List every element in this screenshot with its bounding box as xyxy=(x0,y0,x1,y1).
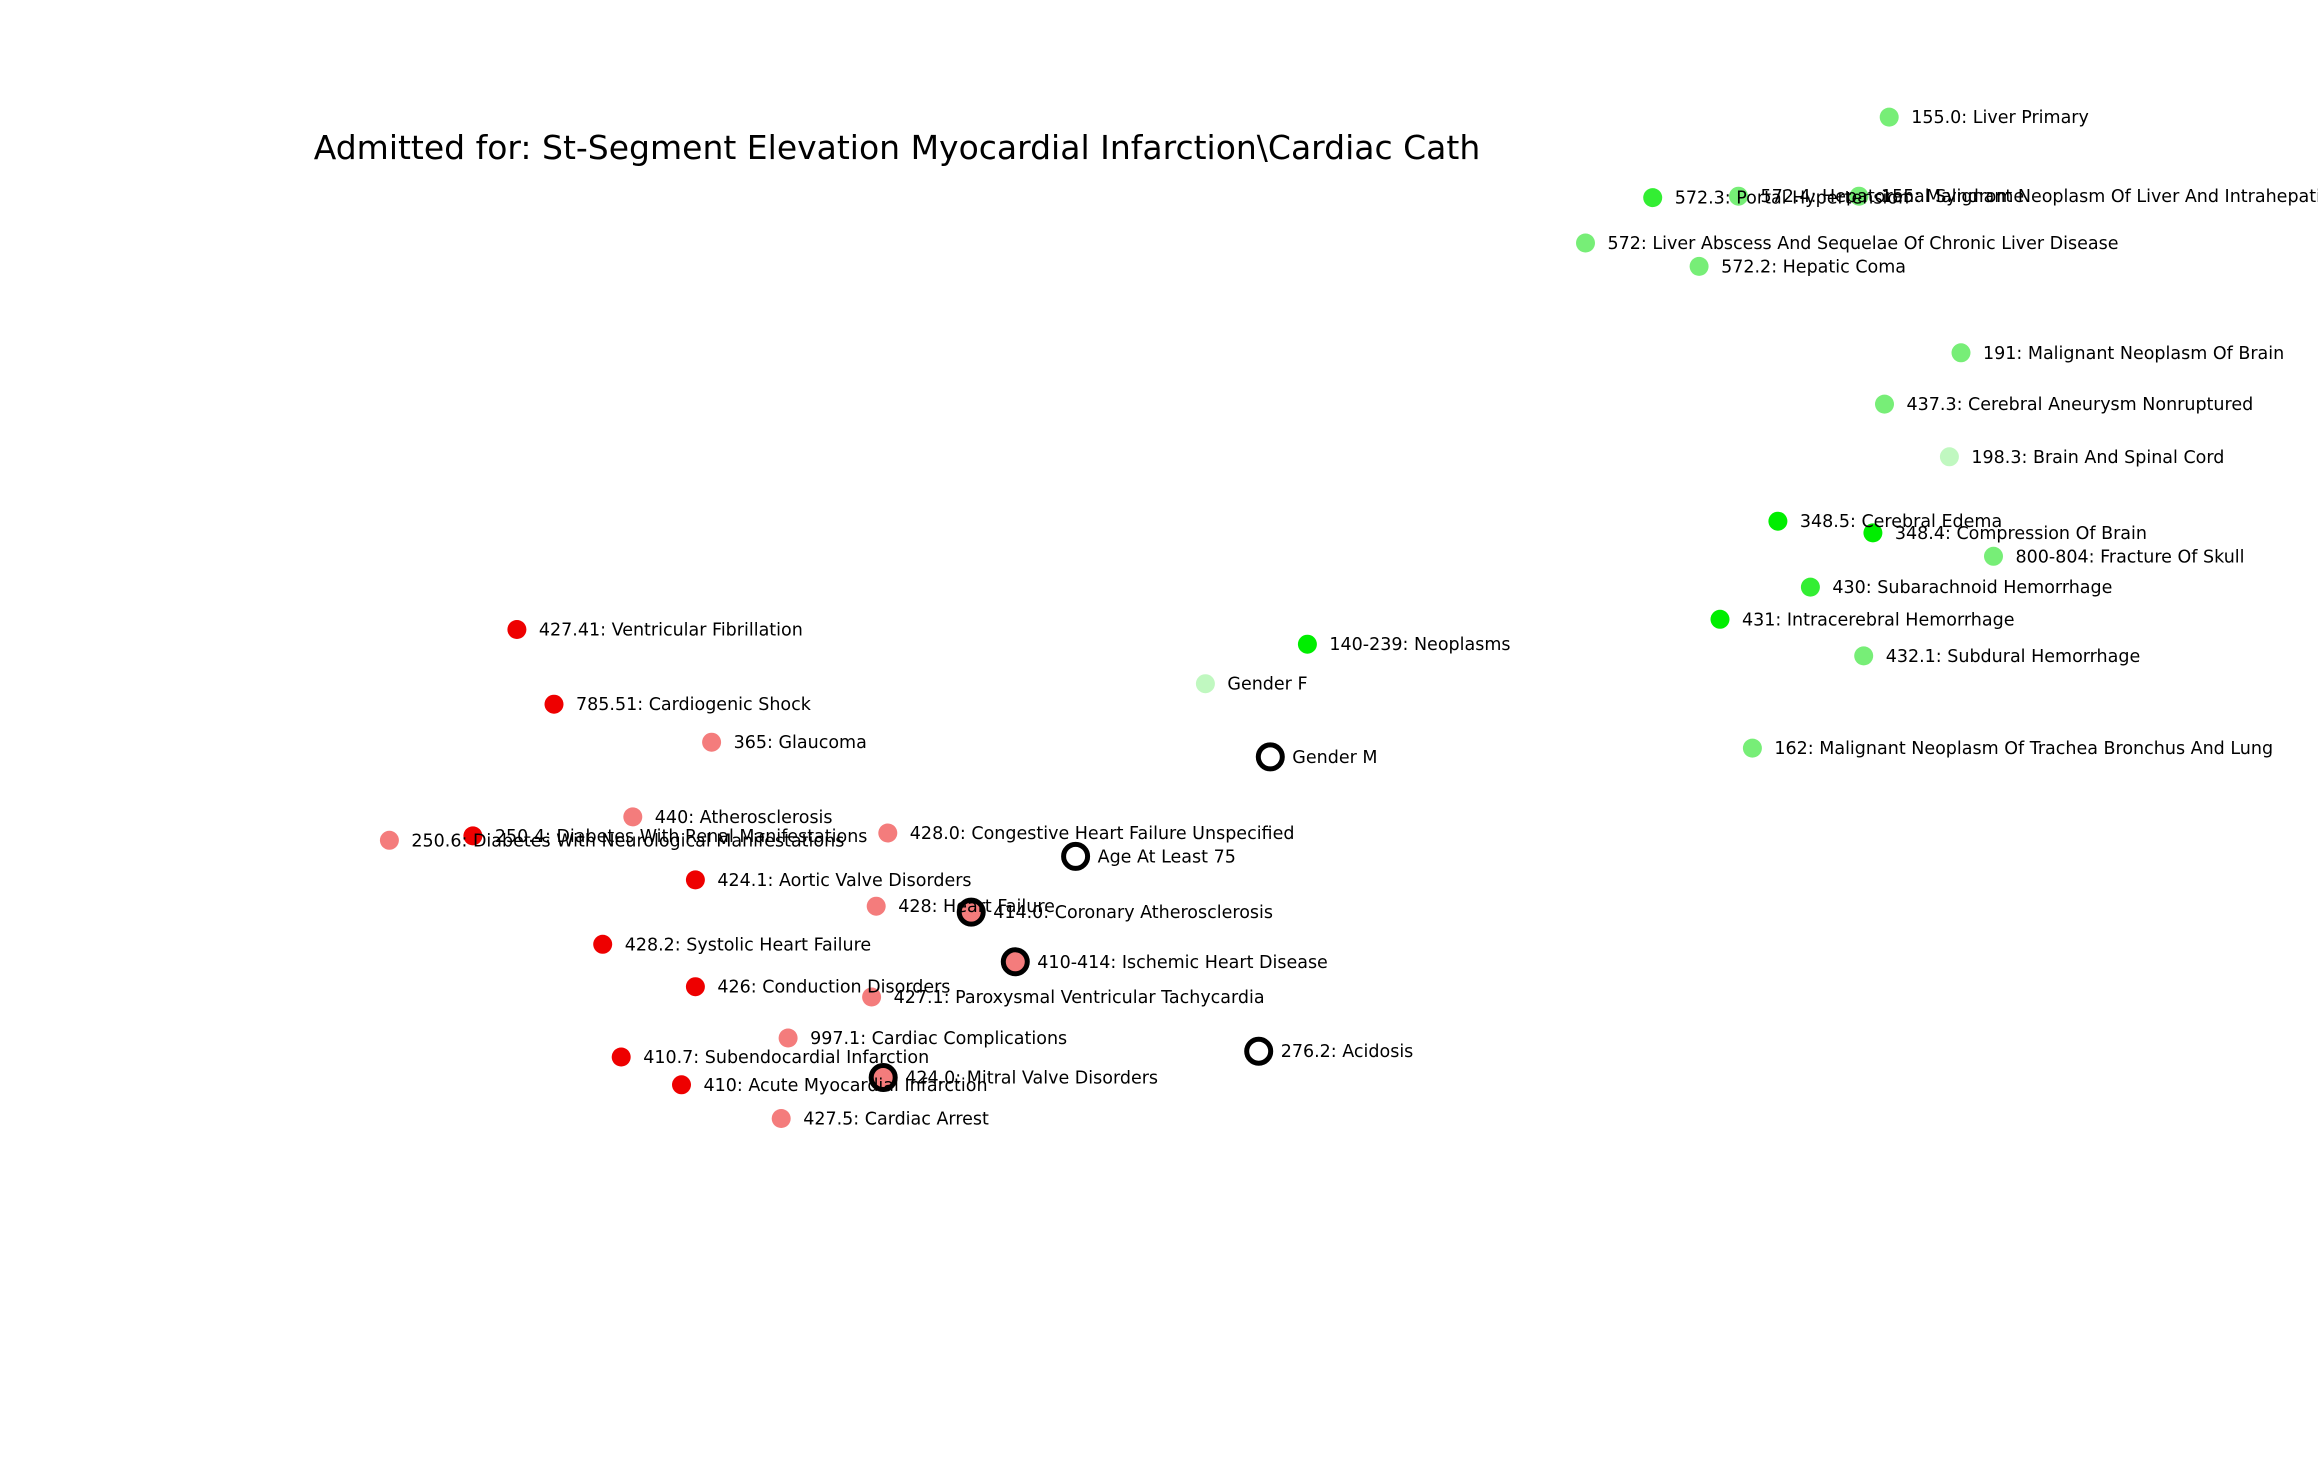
node-marker-22 xyxy=(544,694,564,714)
node-marker-38 xyxy=(672,1075,691,1095)
node-marker-36 xyxy=(611,1047,631,1067)
node-marker-21 xyxy=(507,620,527,639)
node-marker-9 xyxy=(1768,511,1788,531)
node-marker-37 xyxy=(868,1063,898,1092)
node-label-21: 427.41: Ventricular Fibrillation xyxy=(539,621,803,641)
node-marker-6 xyxy=(1951,343,1971,363)
node-marker-0 xyxy=(1879,107,1899,127)
node-marker-24 xyxy=(623,807,643,827)
node-marker-8 xyxy=(1939,447,1959,467)
node-label-1: 155: Malignant Neoplasm Of Liver And Int… xyxy=(1881,187,2318,207)
node-label-0: 155.0: Liver Primary xyxy=(1911,108,2089,128)
node-marker-27 xyxy=(878,823,898,843)
node-marker-25 xyxy=(463,826,483,846)
node-label-19: Age At Least 75 xyxy=(1098,847,1236,867)
node-marker-3 xyxy=(1643,188,1663,208)
node-label-24: 440: Atherosclerosis xyxy=(655,808,833,828)
chart-title: Admitted for: St-Segment Elevation Myoca… xyxy=(314,128,1481,167)
node-marker-29 xyxy=(866,896,886,916)
node-marker-15 xyxy=(1742,738,1762,758)
node-marker-14 xyxy=(1854,646,1874,666)
node-marker-35 xyxy=(778,1028,798,1048)
node-marker-31 xyxy=(593,934,613,954)
node-marker-30 xyxy=(956,897,986,927)
node-marker-39 xyxy=(771,1109,791,1128)
node-label-38: 410: Acute Myocardial Infarction xyxy=(704,1076,988,1096)
node-label-15: 162: Malignant Neoplasm Of Trachea Bronc… xyxy=(1774,739,2273,759)
node-marker-20 xyxy=(1244,1036,1274,1066)
node-marker-10 xyxy=(1863,523,1883,543)
node-marker-4 xyxy=(1576,233,1595,253)
node-marker-12 xyxy=(1800,577,1820,597)
node-label-25: 250.4: Diabetes With Renal Manifestation… xyxy=(495,827,868,847)
node-marker-13 xyxy=(1710,609,1730,629)
node-label-29: 428: Heart Failure xyxy=(898,897,1055,917)
node-label-17: Gender F xyxy=(1227,675,1307,695)
node-marker-5 xyxy=(1689,256,1709,276)
node-label-27: 428.0: Congestive Heart Failure Unspecif… xyxy=(910,824,1295,844)
node-label-39: 427.5: Cardiac Arrest xyxy=(803,1110,989,1130)
node-label-10: 348.4: Compression Of Brain xyxy=(1895,524,2147,544)
node-label-30: 414.0: Coronary Atherosclerosis xyxy=(993,903,1273,923)
node-label-5: 572.2: Hepatic Coma xyxy=(1721,257,1906,277)
node-marker-19 xyxy=(1061,841,1091,871)
node-label-37: 424.0: Mitral Valve Disorders xyxy=(905,1069,1158,1089)
node-label-35: 997.1: Cardiac Complications xyxy=(810,1029,1067,1049)
node-label-20: 276.2: Acidosis xyxy=(1281,1042,1414,1062)
node-marker-1 xyxy=(1849,186,1869,206)
node-marker-7 xyxy=(1875,394,1894,414)
node-label-34: 427.1: Paroxysmal Ventricular Tachycardi… xyxy=(894,988,1265,1008)
node-label-23: 365: Glaucoma xyxy=(734,733,867,753)
node-label-26: 250.6: Diabetes With Neurological Manife… xyxy=(411,831,844,851)
node-label-9: 348.5: Cerebral Edema xyxy=(1800,512,2002,532)
chart-marks xyxy=(379,107,2003,1128)
node-label-11: 800-804: Fracture Of Skull xyxy=(2016,547,2245,567)
node-label-3: 572.3: Portal Hypertension xyxy=(1675,189,1909,209)
node-label-32: 410-414: Ischemic Heart Disease xyxy=(1037,953,1328,973)
node-marker-23 xyxy=(702,732,722,752)
node-label-33: 426: Conduction Disorders xyxy=(717,978,950,998)
node-marker-16 xyxy=(1297,634,1317,654)
node-marker-17 xyxy=(1195,674,1215,694)
node-marker-33 xyxy=(685,977,705,997)
chart-labels: 155.0: Liver Primary 155: Malignant Neopl… xyxy=(411,108,2318,1129)
node-label-14: 432.1: Subdural Hemorrhage xyxy=(1886,647,2141,667)
node-label-31: 428.2: Systolic Heart Failure xyxy=(625,935,871,955)
node-marker-18 xyxy=(1255,742,1285,772)
node-marker-34 xyxy=(862,987,882,1007)
node-label-8: 198.3: Brain And Spinal Cord xyxy=(1971,448,2224,468)
node-marker-11 xyxy=(1984,546,2003,566)
node-marker-26 xyxy=(379,830,399,850)
node-label-13: 431: Intracerebral Hemorrhage xyxy=(1742,610,2014,630)
node-label-4: 572: Liver Abscess And Sequelae Of Chron… xyxy=(1608,234,2119,254)
node-label-18: Gender M xyxy=(1292,748,1377,768)
node-label-28: 424.1: Aortic Valve Disorders xyxy=(717,871,971,891)
node-label-16: 140-239: Neoplasms xyxy=(1329,635,1510,655)
node-label-6: 191: Malignant Neoplasm Of Brain xyxy=(1983,344,2284,364)
node-label-7: 437.3: Cerebral Aneurysm Nonruptured xyxy=(1907,395,2254,415)
node-marker-32 xyxy=(1000,947,1030,977)
node-label-36: 410.7: Subendocardial Infarction xyxy=(643,1048,929,1068)
node-label-12: 430: Subarachnoid Hemorrhage xyxy=(1832,578,2112,598)
node-label-22: 785.51: Cardiogenic Shock xyxy=(576,695,812,715)
node-marker-2 xyxy=(1729,186,1748,206)
node-label-2: 572.4: Hepatorenal Syndrome xyxy=(1761,187,2025,207)
node-marker-28 xyxy=(685,870,705,890)
